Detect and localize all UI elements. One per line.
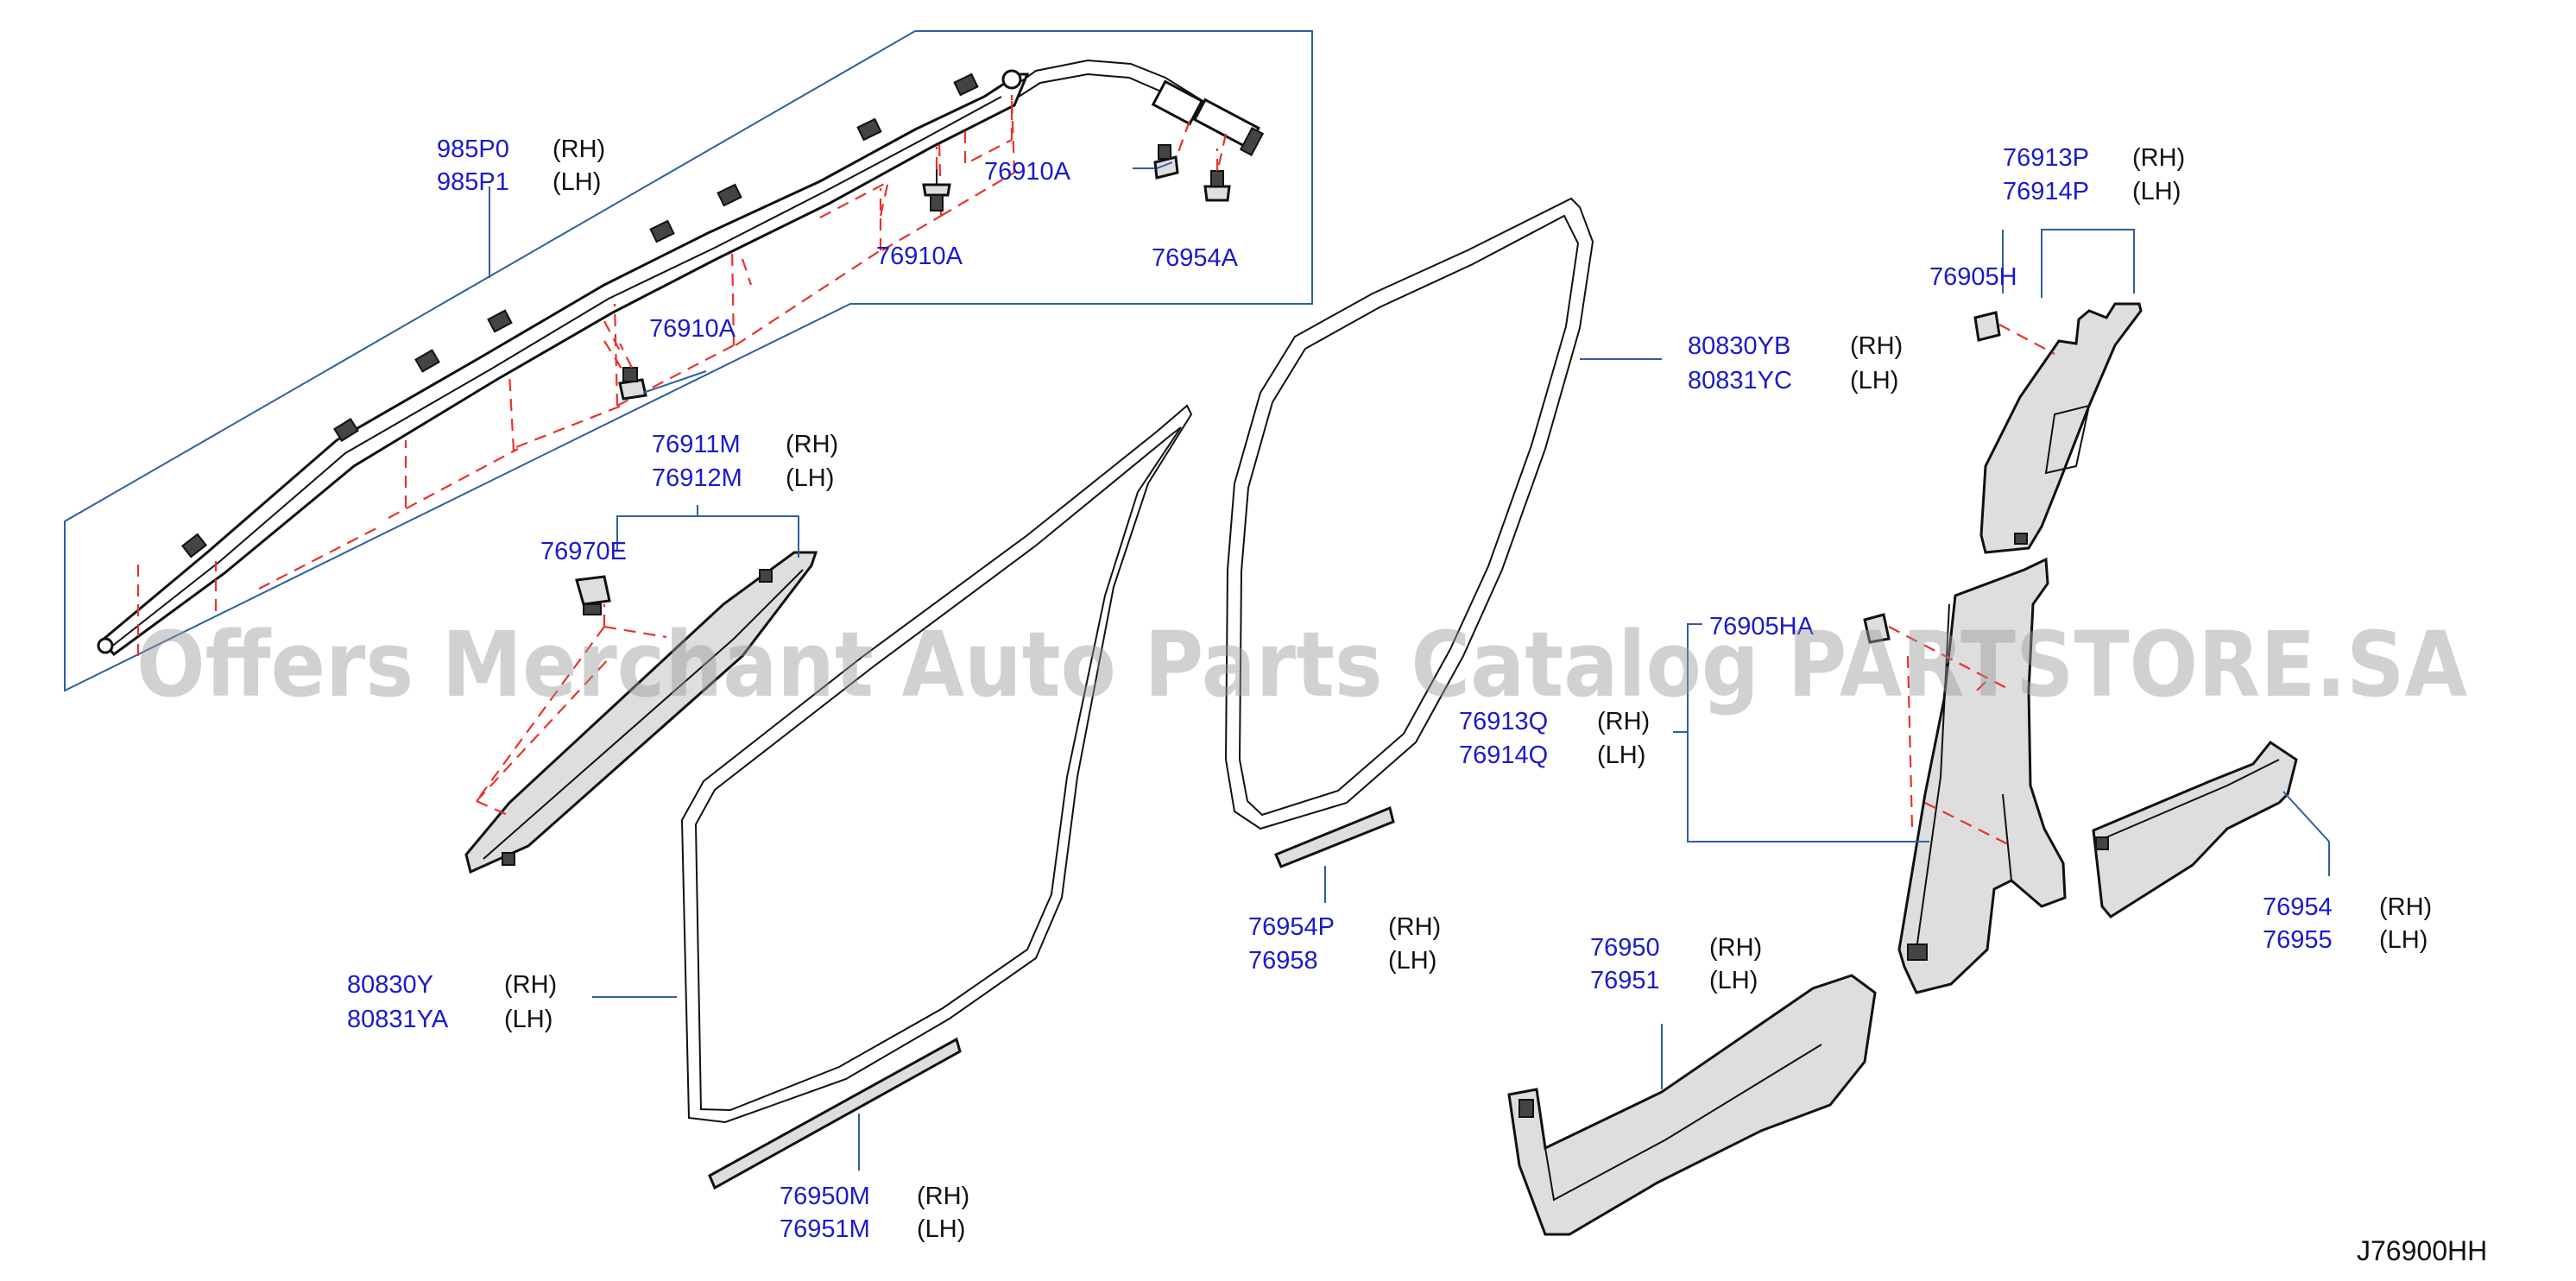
clip-76970e[interactable] bbox=[575, 575, 611, 615]
clip-76910a-right[interactable] bbox=[1153, 144, 1179, 180]
pn-step-front-rh: 76950 bbox=[1590, 934, 1660, 962]
pn-pillar-a-lh: 76912M bbox=[652, 464, 742, 492]
pn-pillar-a-rh: 76911M bbox=[652, 431, 741, 458]
pn-clip-h: 76905H bbox=[1929, 263, 2017, 291]
side-lh: (LH) bbox=[786, 464, 834, 492]
rear-weatherstrip[interactable] bbox=[1224, 197, 1594, 830]
pn-pillar-upper-rh: 76913P bbox=[2003, 144, 2089, 172]
clip-76905ha[interactable] bbox=[1863, 613, 1891, 644]
pn-weather-front-rh: 80830Y bbox=[347, 971, 433, 999]
side-lh: (LH) bbox=[2379, 926, 2428, 954]
pn-airbag-lh: 985P1 bbox=[437, 168, 509, 196]
pn-step-rear-lh: 76955 bbox=[2263, 926, 2333, 954]
pn-clip-a3: 76910A bbox=[649, 315, 736, 343]
airbag-inset-frame bbox=[64, 30, 1313, 692]
pn-pillar-lower-lh: 76914Q bbox=[1459, 741, 1548, 769]
label-airbag: 985P0 (RH) 985P1 (LH) bbox=[437, 136, 605, 196]
pn-plate-rear-rh: 76954P bbox=[1248, 913, 1335, 941]
front-weatherstrip[interactable] bbox=[680, 404, 1193, 1124]
pn-clip-e: 76970E bbox=[540, 538, 627, 565]
side-rh: (RH) bbox=[1850, 332, 1903, 360]
side-rh: (RH) bbox=[1388, 913, 1441, 941]
pn-clip-a2: 76910A bbox=[876, 243, 963, 270]
side-rh: (RH) bbox=[1597, 708, 1650, 735]
curtain-airbag[interactable] bbox=[97, 59, 1265, 657]
rear-kick-plate[interactable] bbox=[1274, 805, 1395, 868]
pn-clip-a1: 76910A bbox=[984, 158, 1071, 186]
side-rh: (RH) bbox=[552, 136, 605, 163]
side-lh: (LH) bbox=[504, 1006, 552, 1033]
side-rh: (RH) bbox=[504, 971, 557, 999]
pn-pillar-lower-rh: 76913Q bbox=[1459, 708, 1548, 735]
pn-kick-front-rh: 76950M bbox=[780, 1183, 870, 1210]
side-rh: (RH) bbox=[2379, 893, 2432, 921]
clip-76905h[interactable] bbox=[1973, 311, 2001, 342]
side-lh: (LH) bbox=[552, 168, 601, 196]
front-pillar-garnish[interactable] bbox=[464, 551, 818, 874]
side-lh: (LH) bbox=[1709, 967, 1758, 994]
side-lh: (LH) bbox=[1388, 947, 1436, 975]
diagram-code: J76900HH bbox=[2357, 1235, 2487, 1266]
pn-clip-ha: 76905HA bbox=[1709, 613, 1815, 640]
watermark: Offers Merchant Auto Parts Catalog PARTS… bbox=[136, 612, 2467, 717]
front-kick-plate[interactable] bbox=[708, 1037, 962, 1190]
pn-step-rear-rh: 76954 bbox=[2263, 893, 2333, 921]
side-rh: (RH) bbox=[786, 431, 838, 458]
pn-weather-rear-lh: 80831YC bbox=[1688, 367, 1792, 394]
front-step-garnish[interactable] bbox=[1507, 974, 1877, 1236]
side-lh: (LH) bbox=[1850, 367, 1898, 394]
rear-step-garnish[interactable] bbox=[2092, 740, 2298, 918]
pn-kick-front-lh: 76951M bbox=[780, 1215, 870, 1243]
pn-weather-front-lh: 80831YA bbox=[347, 1006, 449, 1033]
pn-step-front-lh: 76951 bbox=[1590, 967, 1660, 994]
pn-plate-rear-lh: 76958 bbox=[1248, 947, 1318, 975]
side-rh: (RH) bbox=[1709, 934, 1762, 962]
center-pillar-upper-garnish[interactable] bbox=[1979, 302, 2143, 554]
clip-76910a-lower[interactable] bbox=[922, 169, 951, 211]
side-rh: (RH) bbox=[2132, 144, 2185, 172]
pn-weather-rear-rh: 80830YB bbox=[1688, 332, 1790, 360]
side-lh: (LH) bbox=[2132, 178, 2181, 205]
side-rh: (RH) bbox=[917, 1183, 969, 1210]
pn-bolt-a: 76954A bbox=[1152, 244, 1239, 272]
side-lh: (LH) bbox=[1597, 741, 1645, 769]
pn-pillar-upper-lh: 76914P bbox=[2003, 178, 2089, 205]
clip-76910a-middle[interactable] bbox=[618, 367, 647, 401]
center-pillar-lower-garnish[interactable] bbox=[1897, 557, 2067, 994]
bolt-76954a[interactable] bbox=[1203, 170, 1231, 202]
pn-airbag-rh: 985P0 bbox=[437, 136, 509, 163]
side-lh: (LH) bbox=[917, 1215, 965, 1243]
